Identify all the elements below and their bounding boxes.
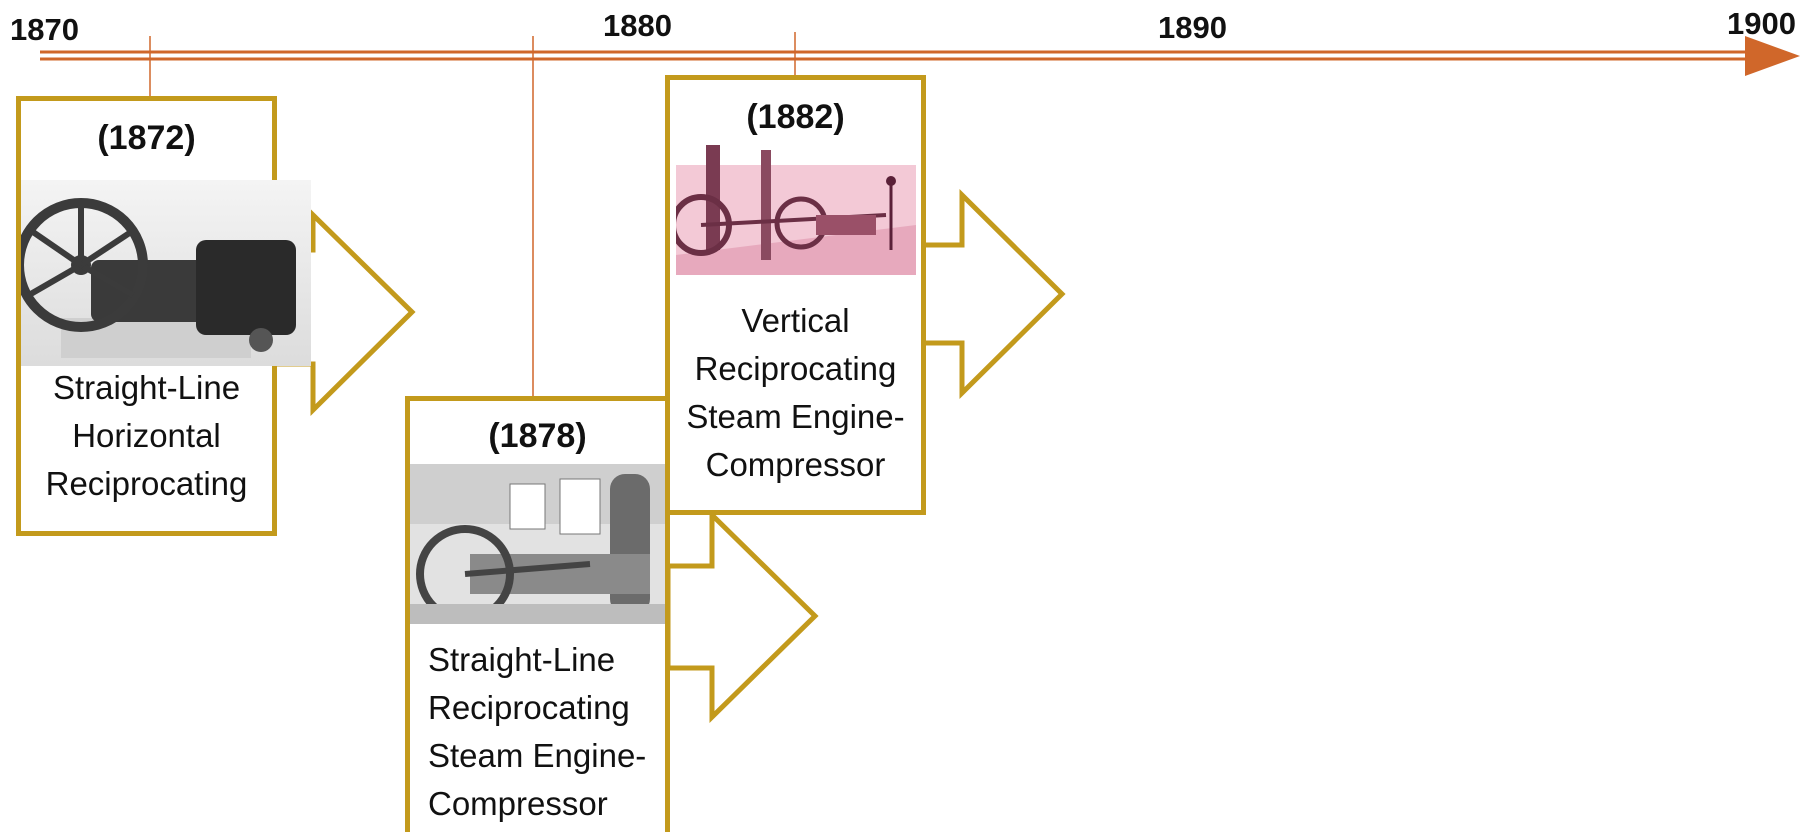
event-description: Straight-Line Horizontal Reciprocating (46, 364, 248, 508)
description-line: Compressor (428, 780, 646, 828)
description-line: Steam Engine- (428, 732, 646, 780)
description-line: Vertical (686, 297, 904, 345)
event-1878-arrow-final (668, 515, 815, 717)
axis-label-1880: 1880 (603, 8, 672, 44)
event-description: Vertical Reciprocating Steam Engine- Com… (686, 297, 904, 489)
description-line: Straight-Line (46, 364, 248, 412)
event-1878-arrow-visible (665, 515, 712, 518)
horizontal-engine-image (21, 180, 311, 366)
event-description: Straight-Line Reciprocating Steam Engine… (428, 636, 646, 828)
straight-line-engine-image (410, 464, 665, 624)
description-line: Reciprocating (46, 460, 248, 508)
description-line: Compressor (686, 441, 904, 489)
description-line: Steam Engine- (686, 393, 904, 441)
event-card-1878: (1878) Straight-Line Reciprocating Steam… (405, 396, 670, 832)
axis-label-1890: 1890 (1158, 10, 1227, 46)
event-1882-arrow (922, 195, 1062, 393)
description-line: Horizontal (46, 412, 248, 460)
vertical-engine-image (676, 145, 916, 275)
event-year: (1872) (97, 119, 195, 158)
event-card-1872: (1872) Straight-Line Horizontal Reciproc… (16, 96, 277, 536)
axis-label-1900: 1900 (1727, 6, 1796, 42)
description-line: Straight-Line (428, 636, 646, 684)
axis-label-1870: 1870 (10, 12, 79, 48)
description-line: Reciprocating (428, 684, 646, 732)
event-year: (1878) (488, 417, 586, 456)
event-card-1882: (1882) Vertical Reciprocating Steam Engi… (665, 75, 926, 515)
description-line: Reciprocating (686, 345, 904, 393)
event-year: (1882) (746, 98, 844, 137)
timeline-arrowhead (1745, 36, 1800, 76)
